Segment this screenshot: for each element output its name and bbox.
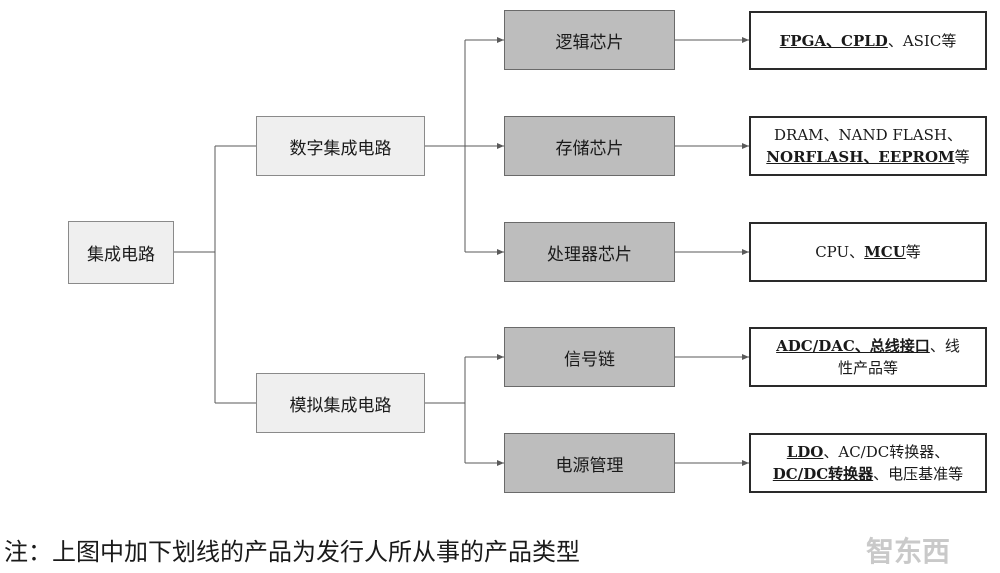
root-label: 集成电路: [87, 245, 155, 265]
product-underlined-text: NORFLASH、EEPROM: [766, 148, 955, 166]
product-text: 等: [954, 148, 970, 166]
product-text: 性产品等: [837, 359, 898, 377]
category-label: 处理器芯片: [547, 244, 632, 265]
branch-label: 模拟集成电路: [289, 395, 392, 416]
product-text: 、ASIC等: [887, 31, 957, 50]
product-text: 、AC/DC转换器、: [823, 443, 950, 461]
product-box-memory: DRAM、NAND FLASH、 NORFLASH、EEPROM等: [749, 116, 987, 176]
category-label: 电源管理: [555, 455, 624, 476]
watermark-logo: 智东西: [866, 535, 951, 568]
root-node: 集成电路: [68, 221, 174, 284]
product-text: 等: [905, 243, 921, 261]
category-label: 信号链: [564, 349, 615, 370]
product-underlined-text: DC/DC转换器: [772, 465, 874, 483]
product-box-power: LDO、AC/DC转换器、 DC/DC转换器、电压基准等: [749, 433, 987, 493]
product-box-processor: CPU、MCU等: [749, 222, 987, 282]
product-text: DRAM、NAND FLASH、: [774, 126, 962, 144]
category-node-memory: 存储芯片: [504, 116, 675, 176]
product-underlined-text: MCU: [864, 243, 906, 261]
product-text: 、线: [929, 337, 960, 355]
category-node-logic: 逻辑芯片: [504, 10, 675, 70]
category-node-signal-chain: 信号链: [504, 327, 675, 387]
category-label: 存储芯片: [555, 138, 624, 159]
product-text: 、电压基准等: [873, 465, 964, 483]
category-node-power: 电源管理: [504, 433, 675, 493]
product-underlined-text: FPGA、CPLD: [779, 31, 888, 50]
footnote: 注：上图中加下划线的产品为发行人所从事的产品类型: [4, 538, 580, 566]
product-text: CPU、: [815, 243, 865, 261]
branch-label: 数字集成电路: [289, 138, 392, 159]
product-box-logic: FPGA、CPLD、ASIC等: [749, 11, 987, 70]
category-label: 逻辑芯片: [555, 32, 624, 53]
product-underlined-text: LDO: [786, 443, 824, 461]
branch-node-digital: 数字集成电路: [256, 116, 425, 176]
product-box-signal-chain: ADC/DAC、总线接口、线 性产品等: [749, 327, 987, 387]
product-underlined-text: ADC/DAC、总线接口: [776, 337, 930, 355]
category-node-processor: 处理器芯片: [504, 222, 675, 282]
branch-node-analog: 模拟集成电路: [256, 373, 425, 433]
